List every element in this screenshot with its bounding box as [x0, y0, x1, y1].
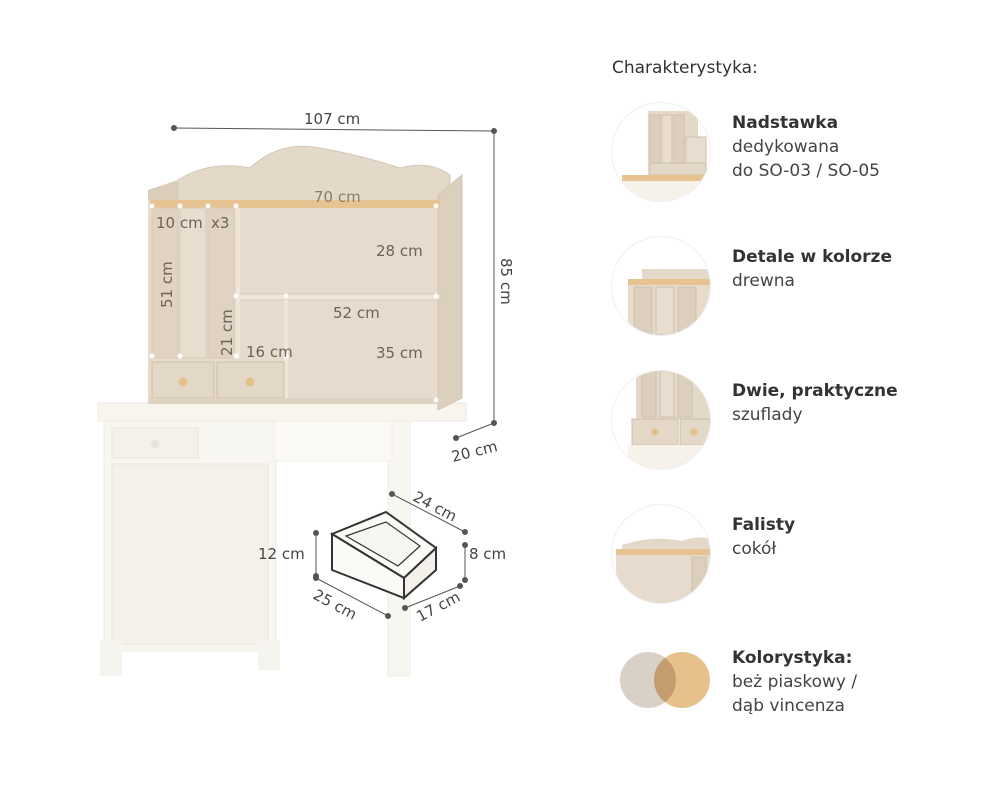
- label-compartment-height: 51 cm: [158, 261, 176, 308]
- feature-title: Dwie, praktyczne: [732, 381, 898, 401]
- feature-wood-details-text: Detale w kolorze drewna: [732, 245, 892, 293]
- label-small-compartment-height: 21 cm: [218, 309, 236, 356]
- feature-drawers: Dwie, praktyczne szuflady: [612, 371, 992, 471]
- drawer-detail: [329, 510, 438, 601]
- desk: [97, 402, 467, 677]
- feature-line: dąb vincenza: [732, 696, 845, 716]
- furniture-illustration: 107 cm 85 cm 20 cm 70 cm 10 cm x3 28 cm …: [97, 110, 515, 677]
- feature-wavy-top-text: Falisty cokół: [732, 513, 795, 561]
- feature-line: cokół: [732, 539, 777, 559]
- label-drawer-width-inner: 17 cm: [413, 588, 463, 626]
- label-drawer-height-outer: 12 cm: [258, 545, 305, 563]
- label-depth: 20 cm: [450, 437, 500, 466]
- wood-detail-thumbnail-icon: [612, 237, 710, 335]
- label-small-compartment-width: 16 cm: [246, 343, 293, 361]
- label-drawer-width-outer: 25 cm: [310, 586, 360, 624]
- color-swatches-icon: [620, 652, 710, 712]
- section-title: Charakterystyka:: [612, 58, 758, 78]
- feature-hutch: Nadstawka dedykowana do SO-03 / SO-05: [612, 103, 992, 203]
- drawer-dimension-lines: [313, 491, 468, 619]
- feature-title: Kolorystyka:: [732, 648, 853, 668]
- label-inner-width-top: 70 cm: [314, 188, 361, 206]
- drawers-thumbnail-icon: [612, 371, 710, 469]
- label-compartment-count: x3: [211, 214, 229, 232]
- label-compartment-width: 10 cm: [156, 214, 203, 232]
- feature-title: Nadstawka: [732, 113, 839, 133]
- feature-title: Detale w kolorze: [732, 247, 892, 267]
- dimension-lines: [171, 125, 497, 441]
- feature-title: Falisty: [732, 515, 796, 535]
- feature-hutch-text: Nadstawka dedykowana do SO-03 / SO-05: [732, 111, 880, 183]
- label-drawer-height-inner: 8 cm: [469, 545, 506, 563]
- label-drawer-depth: 24 cm: [410, 488, 460, 526]
- label-middle-shelf-width: 52 cm: [333, 304, 380, 322]
- feature-colors: Kolorystyka: beż piaskowy / dąb vincenza: [612, 638, 992, 738]
- label-width-total: 107 cm: [304, 110, 360, 128]
- label-lower-shelf-height: 35 cm: [376, 344, 423, 362]
- hutch-thumbnail-icon: [612, 103, 710, 201]
- wavy-top-thumbnail-icon: [612, 505, 710, 603]
- measure-points: [149, 203, 439, 403]
- oak-swatch: [654, 652, 710, 708]
- feature-drawers-text: Dwie, praktyczne szuflady: [732, 379, 898, 427]
- hutch: [148, 145, 463, 411]
- feature-line: do SO-03 / SO-05: [732, 161, 880, 181]
- feature-line: dedykowana: [732, 137, 840, 157]
- label-upper-shelf-height: 28 cm: [376, 242, 423, 260]
- feature-line: szuflady: [732, 405, 803, 425]
- feature-line: beż piaskowy /: [732, 672, 858, 692]
- feature-wood-details: Detale w kolorze drewna: [612, 237, 992, 337]
- label-height-total: 85 cm: [497, 258, 515, 305]
- feature-wavy-top: Falisty cokół: [612, 505, 992, 605]
- feature-colors-text: Kolorystyka: beż piaskowy / dąb vincenza: [732, 646, 857, 718]
- feature-line: drewna: [732, 271, 795, 291]
